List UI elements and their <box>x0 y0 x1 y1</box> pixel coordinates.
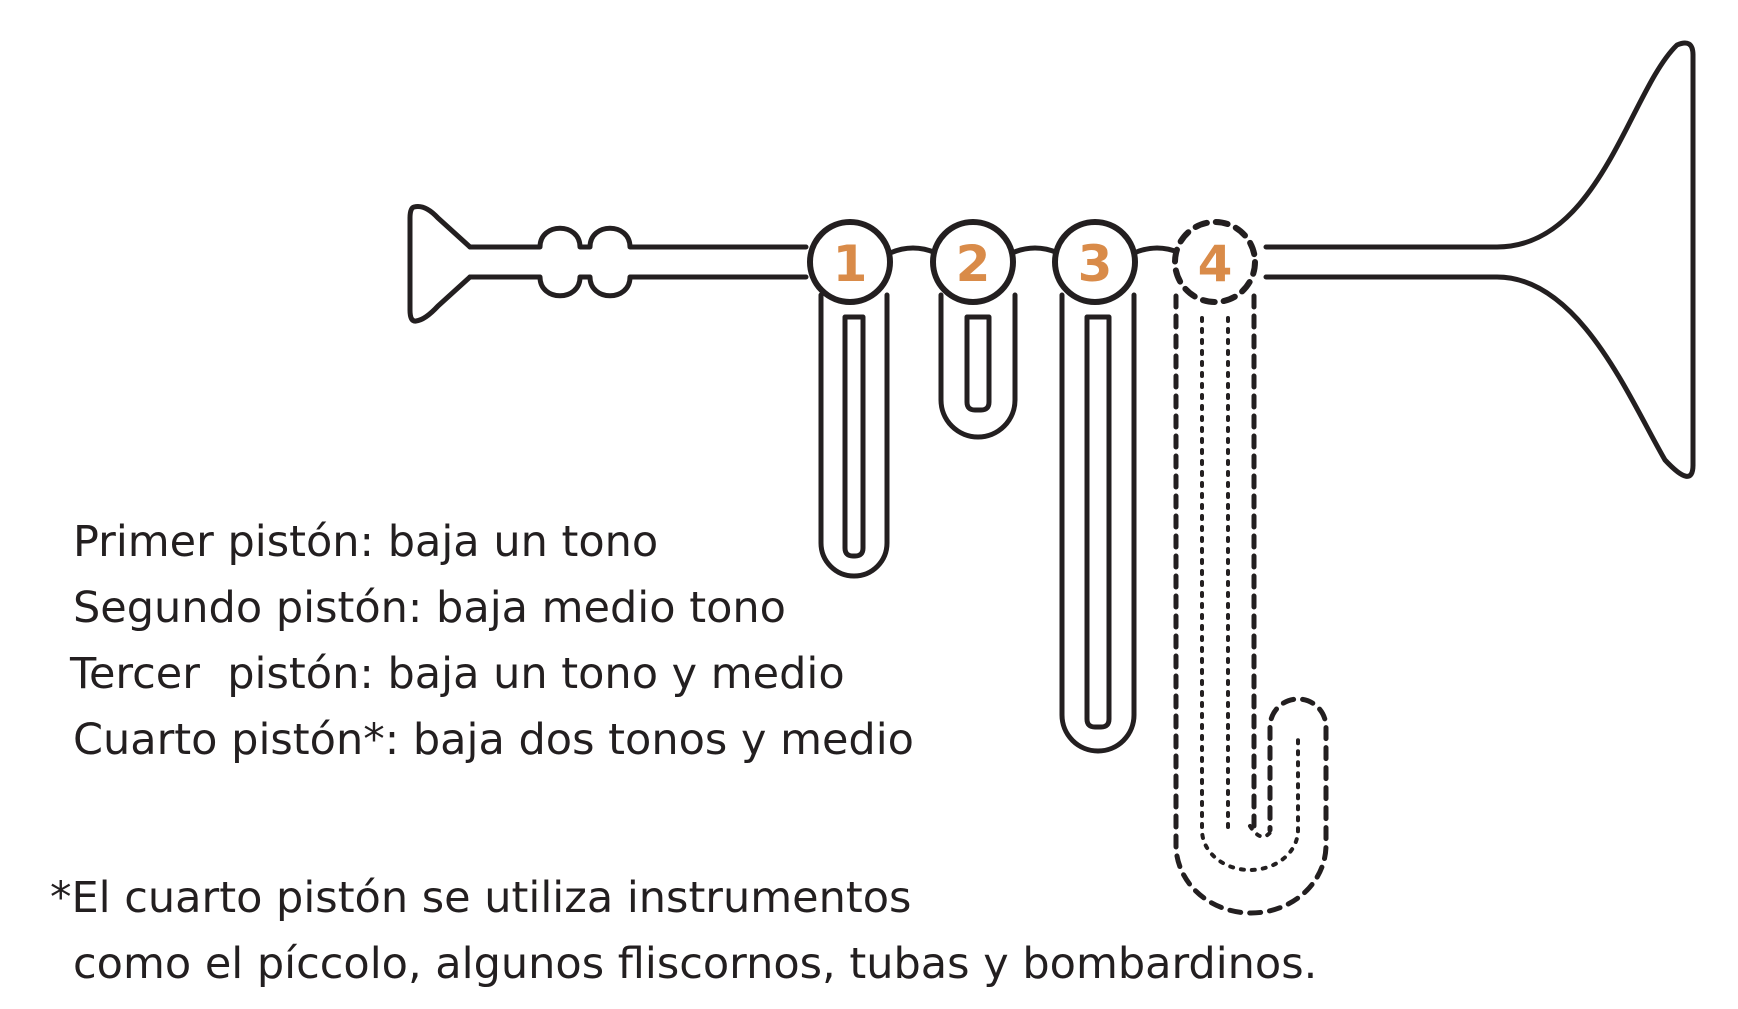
legend-fourth-valve: Cuarto pistón*: baja dos tonos y medio <box>73 715 914 765</box>
fourth-valve-slide-hook <box>1248 824 1274 839</box>
connector-2-3 <box>1009 245 1061 256</box>
legend-second-valve: Segundo pistón: baja medio tono <box>73 583 786 633</box>
third-valve-slide-inner <box>1084 314 1112 730</box>
first-valve-number: 1 <box>833 235 868 293</box>
fourth-valve: 4 <box>1172 219 1258 305</box>
third-valve-slide <box>1059 292 1137 754</box>
first-valve-slide <box>818 292 890 579</box>
second-valve-number: 2 <box>956 235 991 293</box>
bell-top <box>1263 40 1696 250</box>
connector-3-4 <box>1131 245 1183 256</box>
fourth-valve-slide-outer <box>1173 293 1329 916</box>
third-valve-number: 3 <box>1078 235 1113 293</box>
fourth-valve-number: 4 <box>1198 235 1233 293</box>
mouthpiece <box>407 204 473 324</box>
leadpipe-bottom <box>467 274 809 299</box>
third-valve: 3 <box>1052 219 1138 305</box>
second-valve-slide <box>938 292 1018 440</box>
legend-third-valve: Tercer pistón: baja un tono y medio <box>70 649 845 699</box>
leadpipe-top <box>467 225 809 250</box>
first-valve-slide-inner <box>842 314 866 559</box>
second-valve-slide-inner <box>964 314 992 413</box>
connector-1-2 <box>887 245 939 256</box>
fourth-valve-slide-inner-left <box>1200 316 1300 872</box>
bell-bottom <box>1263 274 1696 479</box>
footnote-line-1: *El cuarto pistón se utiliza instrumento… <box>50 873 912 923</box>
first-valve: 1 <box>807 219 893 305</box>
footnote-line-2: como el píccolo, algunos fliscornos, tub… <box>73 939 1318 989</box>
legend-first-valve: Primer pistón: baja un tono <box>73 517 659 567</box>
second-valve: 2 <box>930 219 1016 305</box>
